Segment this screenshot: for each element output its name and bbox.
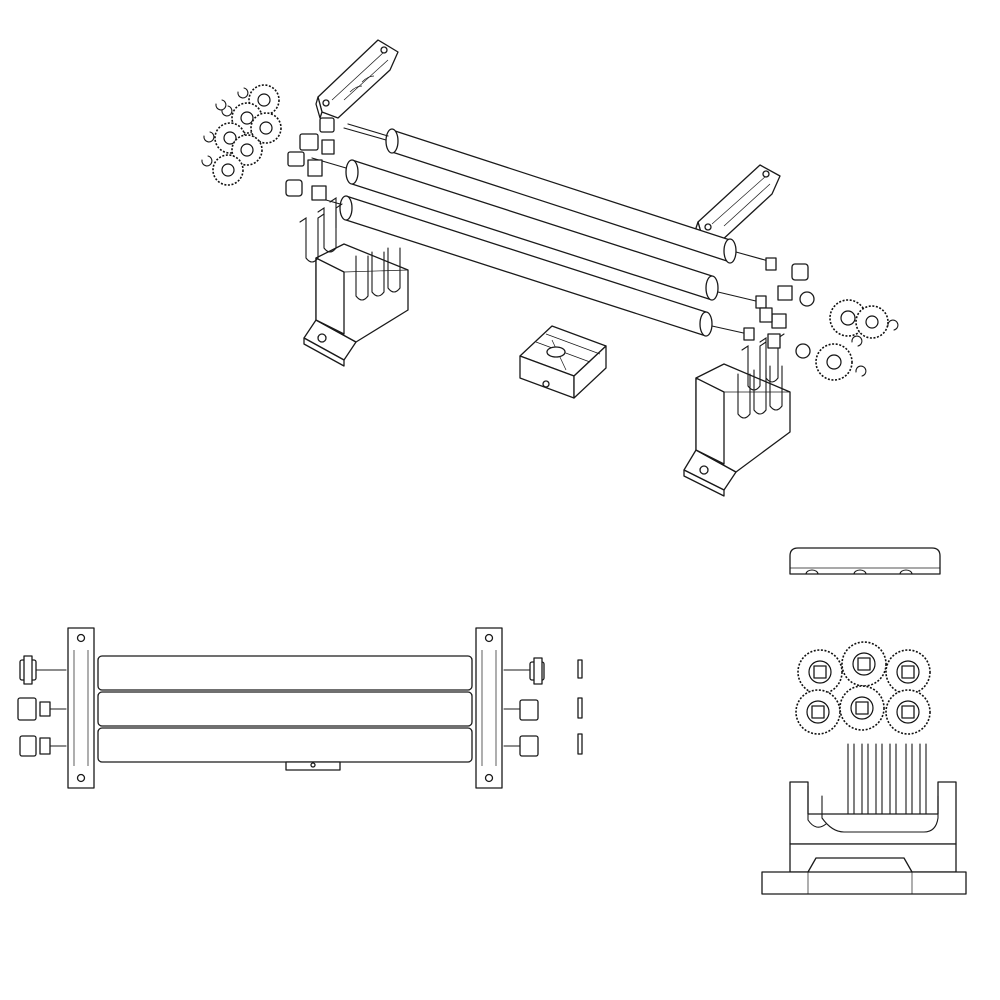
left-shaft-hardware xyxy=(285,117,335,201)
gear-cluster-left xyxy=(201,84,282,186)
top-detail-view xyxy=(789,547,941,575)
front-end-plate-right xyxy=(475,627,503,789)
side-view xyxy=(761,641,967,895)
front-roller-middle xyxy=(97,691,473,727)
roller-top xyxy=(343,123,777,271)
front-roller-top xyxy=(97,655,473,691)
side-view-gears xyxy=(795,641,931,735)
stand-right xyxy=(683,333,791,497)
front-end-plate-left xyxy=(67,627,95,789)
top-bracket-left xyxy=(315,39,399,119)
roller-middle xyxy=(311,157,767,309)
front-roller-bottom xyxy=(97,727,473,763)
right-shaft-hardware xyxy=(759,263,815,359)
center-block xyxy=(519,325,607,399)
gear-cluster-right xyxy=(815,299,899,381)
isometric-exploded-view xyxy=(201,39,899,497)
stand-left xyxy=(299,196,409,367)
top-bracket-right xyxy=(695,164,781,243)
side-view-stand xyxy=(761,781,967,895)
front-view xyxy=(17,627,583,789)
